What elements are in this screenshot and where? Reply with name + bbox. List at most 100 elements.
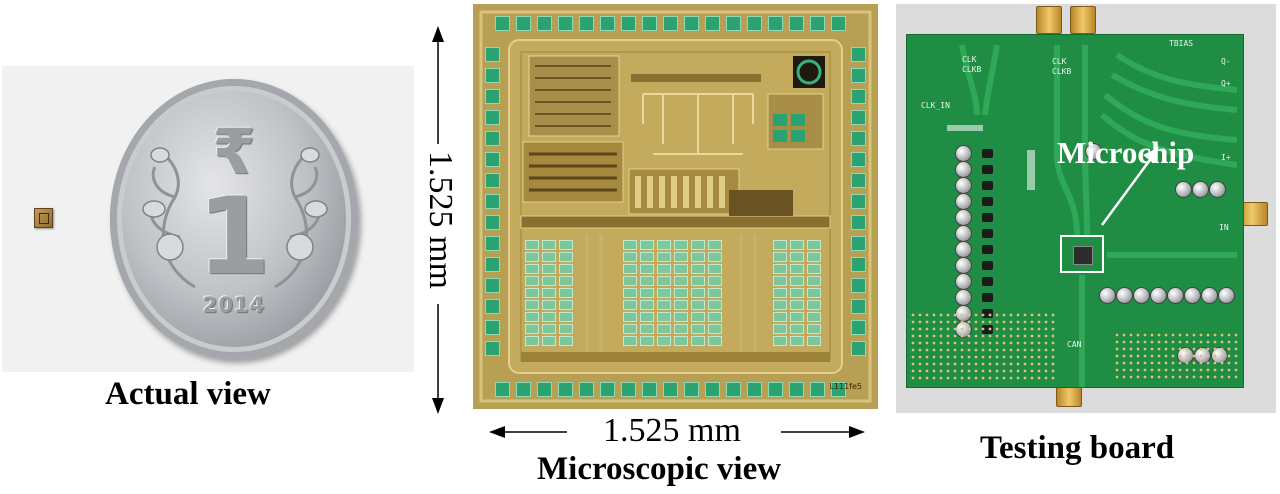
silk-clkb: CLKB [1052, 67, 1072, 76]
vertical-dimension: 1.525 mm [412, 24, 468, 416]
mim-capacitor [773, 252, 787, 262]
mim-capacitor [657, 336, 671, 346]
vertical-arrow-icon [432, 26, 444, 414]
mim-capacitor [559, 264, 573, 274]
mim-capacitor [773, 264, 787, 274]
electrolytic-capacitor [1167, 287, 1184, 304]
mim-capacitor [559, 336, 573, 346]
bond-pad [726, 16, 741, 31]
silk-q-plus: Q+ [1221, 79, 1231, 88]
bond-pad [747, 16, 762, 31]
bond-pad [851, 110, 866, 125]
bond-pad [485, 131, 500, 146]
bond-pad [663, 16, 678, 31]
die-height-label: 1.525 mm [422, 151, 459, 289]
bond-pad [851, 173, 866, 188]
mim-capacitor [674, 312, 688, 322]
mim-capacitor [674, 288, 688, 298]
mim-capacitor [807, 252, 821, 262]
bond-pad [600, 382, 615, 397]
mim-capacitor [640, 300, 654, 310]
bond-pad [851, 68, 866, 83]
bond-pad [485, 299, 500, 314]
tantalum-capacitor [982, 293, 993, 302]
mim-capacitor [674, 276, 688, 286]
electrolytic-capacitor [1201, 287, 1218, 304]
mim-capacitor [708, 324, 722, 334]
microchip-highlight-box [1060, 235, 1104, 273]
tantalum-capacitor [982, 245, 993, 254]
bond-pad [851, 236, 866, 251]
mim-capacitor [674, 252, 688, 262]
bond-pad [789, 16, 804, 31]
bond-pad [705, 382, 720, 397]
mim-capacitor [807, 336, 821, 346]
bond-pad [485, 173, 500, 188]
mim-capacitor [807, 264, 821, 274]
silk-clk-in: CLK_IN [921, 101, 950, 110]
electrolytic-capacitor [1209, 181, 1226, 198]
mim-capacitor [623, 264, 637, 274]
bond-pad [621, 16, 636, 31]
mim-capacitor [708, 288, 722, 298]
bond-pad [831, 382, 846, 397]
silk-clkb: CLKB [962, 65, 982, 74]
mim-capacitor [525, 252, 539, 262]
mim-capacitor [525, 264, 539, 274]
mim-capacitor [691, 276, 705, 286]
bond-pad [851, 215, 866, 230]
mim-capacitor [790, 324, 804, 334]
electrolytic-capacitor [1175, 181, 1192, 198]
mim-capacitor [657, 276, 671, 286]
mim-capacitor [790, 264, 804, 274]
mim-capacitor [773, 288, 787, 298]
microscopic-view-photo: L111fe5 [473, 4, 878, 409]
mim-capacitor [790, 252, 804, 262]
mim-capacitor [773, 300, 787, 310]
mim-capacitor [525, 276, 539, 286]
silk-q-minus: Q- [1221, 57, 1231, 66]
pcb: CLK CLKB CLK CLKB CLK_IN TBIAS Q- Q+ I+ … [906, 34, 1244, 388]
bond-pad [851, 299, 866, 314]
bond-pad [851, 89, 866, 104]
mim-capacitor [807, 288, 821, 298]
bond-pad [579, 382, 594, 397]
mim-capacitor [657, 324, 671, 334]
mim-capacitor [640, 312, 654, 322]
bond-pad [705, 16, 720, 31]
mim-capacitor [657, 312, 671, 322]
bond-pad [485, 89, 500, 104]
mim-capacitor [790, 240, 804, 250]
bond-pad [537, 16, 552, 31]
mim-capacitor [674, 324, 688, 334]
packaged-chip [34, 208, 53, 228]
bond-pad [516, 16, 531, 31]
bond-pad [558, 382, 573, 397]
silk-tbias: TBIAS [1169, 39, 1194, 48]
rupee-symbol: ₹ [212, 115, 256, 188]
bond-pad [485, 110, 500, 125]
silk-i-plus: I+ [1221, 153, 1231, 162]
bond-pad [831, 16, 846, 31]
bond-pad [485, 152, 500, 167]
mim-capacitor [807, 324, 821, 334]
mim-capacitor [640, 264, 654, 274]
bond-pad [485, 215, 500, 230]
mim-capacitor [691, 300, 705, 310]
bond-pad [768, 16, 783, 31]
mim-capacitor [542, 240, 556, 250]
mim-capacitor [674, 264, 688, 274]
mim-capacitor [525, 324, 539, 334]
coin: ₹ 1 2014 [110, 79, 358, 359]
caption-microscopic-view: Microscopic view [537, 451, 782, 487]
mim-capacitor [790, 336, 804, 346]
mim-capacitor [623, 276, 637, 286]
mim-capacitor [559, 240, 573, 250]
tantalum-capacitor [982, 277, 993, 286]
bond-pad [851, 131, 866, 146]
mim-capacitor [790, 312, 804, 322]
mim-capacitor [640, 324, 654, 334]
bond-pad [851, 152, 866, 167]
flower-engraving-icon [142, 147, 196, 289]
coin-year: 2014 [202, 293, 266, 317]
